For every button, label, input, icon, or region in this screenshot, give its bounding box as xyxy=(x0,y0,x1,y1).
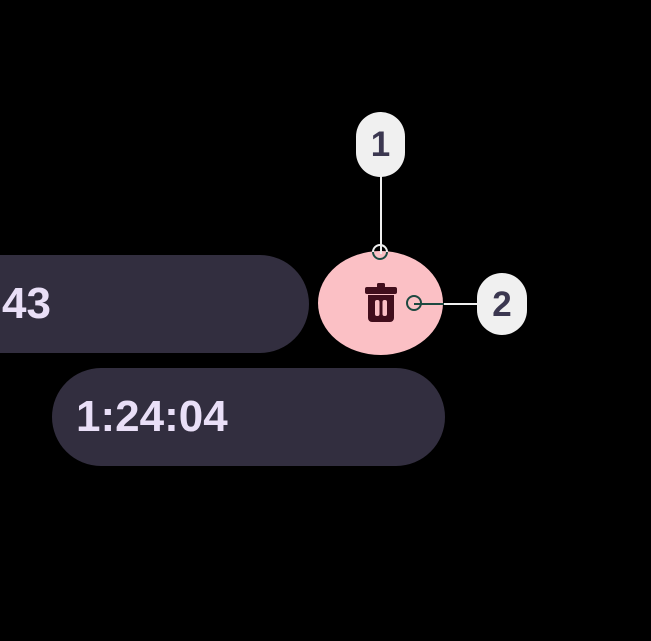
annotation-badge-2[interactable]: 2 xyxy=(477,273,527,335)
leader-line-2 xyxy=(414,303,478,305)
annotation-badge-1[interactable]: 1 xyxy=(356,112,405,177)
duration-pill[interactable]: 1:24:04 xyxy=(52,368,445,466)
leader-line-2-over-blob xyxy=(414,303,444,305)
annotation-badge-2-label: 2 xyxy=(492,284,512,324)
leader-line-1 xyxy=(380,176,382,254)
count-pill[interactable]: 43 xyxy=(0,255,309,353)
trash-icon xyxy=(364,283,397,322)
duration-pill-label: 1:24:04 xyxy=(76,392,228,441)
annotation-badge-1-label: 1 xyxy=(370,125,391,164)
count-pill-label: 43 xyxy=(2,279,51,328)
anchor-dot-right xyxy=(406,295,422,311)
